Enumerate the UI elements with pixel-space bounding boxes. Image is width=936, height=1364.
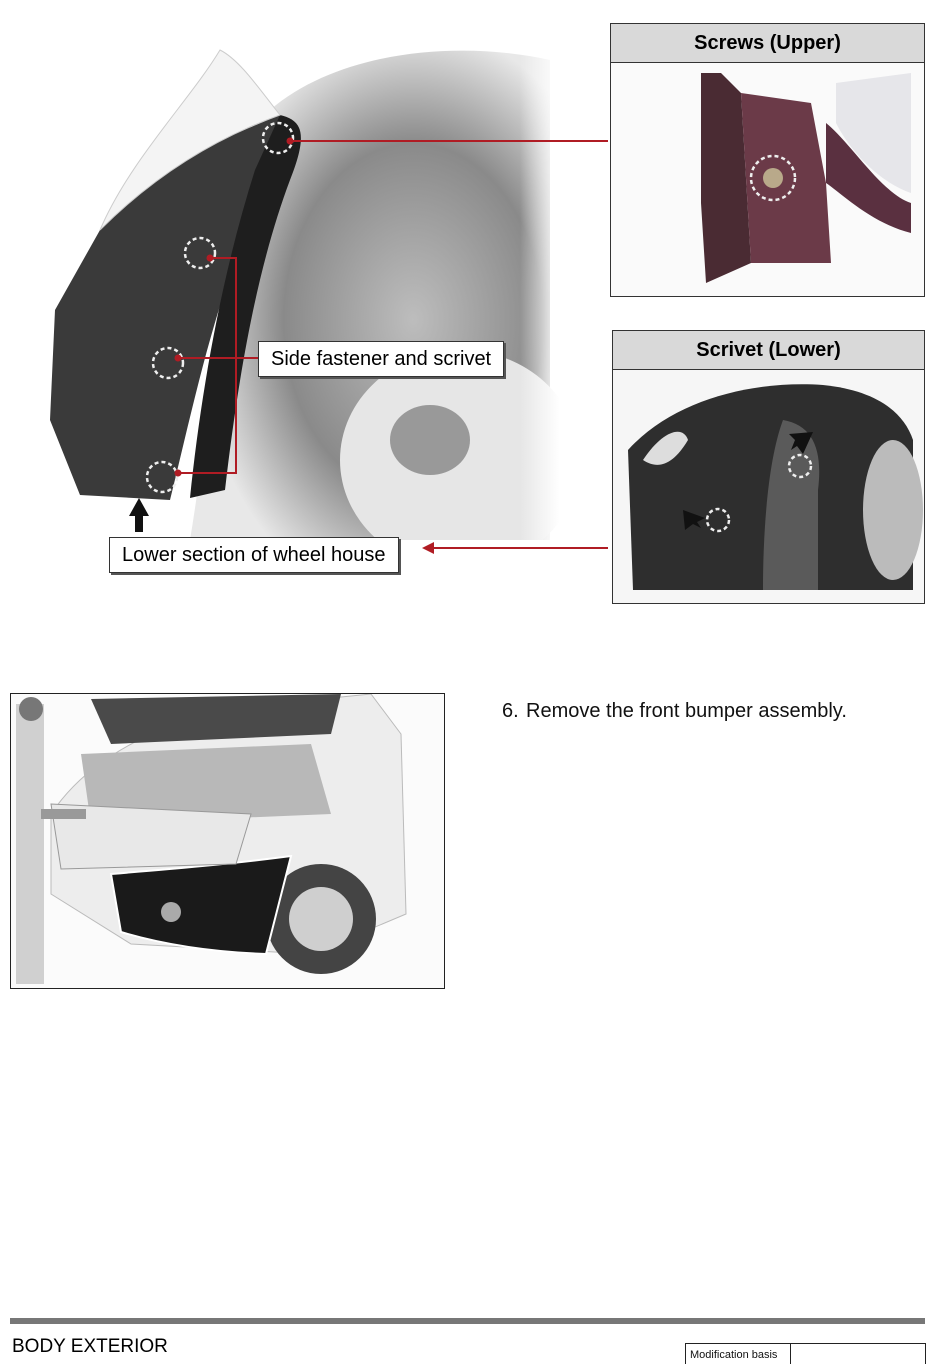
modification-box: Modification basis	[685, 1343, 926, 1364]
step-6: 6. Remove the front bumper assembly.	[502, 696, 862, 726]
up-arrow-icon	[129, 498, 149, 532]
callout-lower-section: Lower section of wheel house	[109, 537, 399, 573]
inset-title: Screws (Upper)	[611, 24, 924, 63]
inset-screws-upper: Screws (Upper)	[610, 23, 925, 297]
bumper-photo-art	[11, 694, 444, 988]
leader-lines	[129, 137, 608, 554]
modification-label: Modification basis	[686, 1344, 791, 1364]
step-text: Remove the front bumper assembly.	[526, 700, 847, 722]
inset-title: Scrivet (Lower)	[613, 331, 924, 370]
step-number: 6.	[502, 700, 519, 722]
pointer-arrow-icon	[789, 432, 813, 454]
footer-section-title: BODY EXTERIOR	[12, 1336, 168, 1357]
screws-upper-photo	[611, 63, 924, 296]
scrivet-lower-photo	[613, 370, 924, 603]
pointer-arrow-icon	[683, 510, 705, 530]
bumper-removal-photo	[10, 693, 445, 989]
callout-side-fastener: Side fastener and scrivet	[258, 341, 505, 377]
inset-scrivet-lower: Scrivet (Lower)	[612, 330, 925, 604]
footer-rule	[10, 1318, 925, 1324]
wheel-house-photo	[50, 20, 560, 540]
